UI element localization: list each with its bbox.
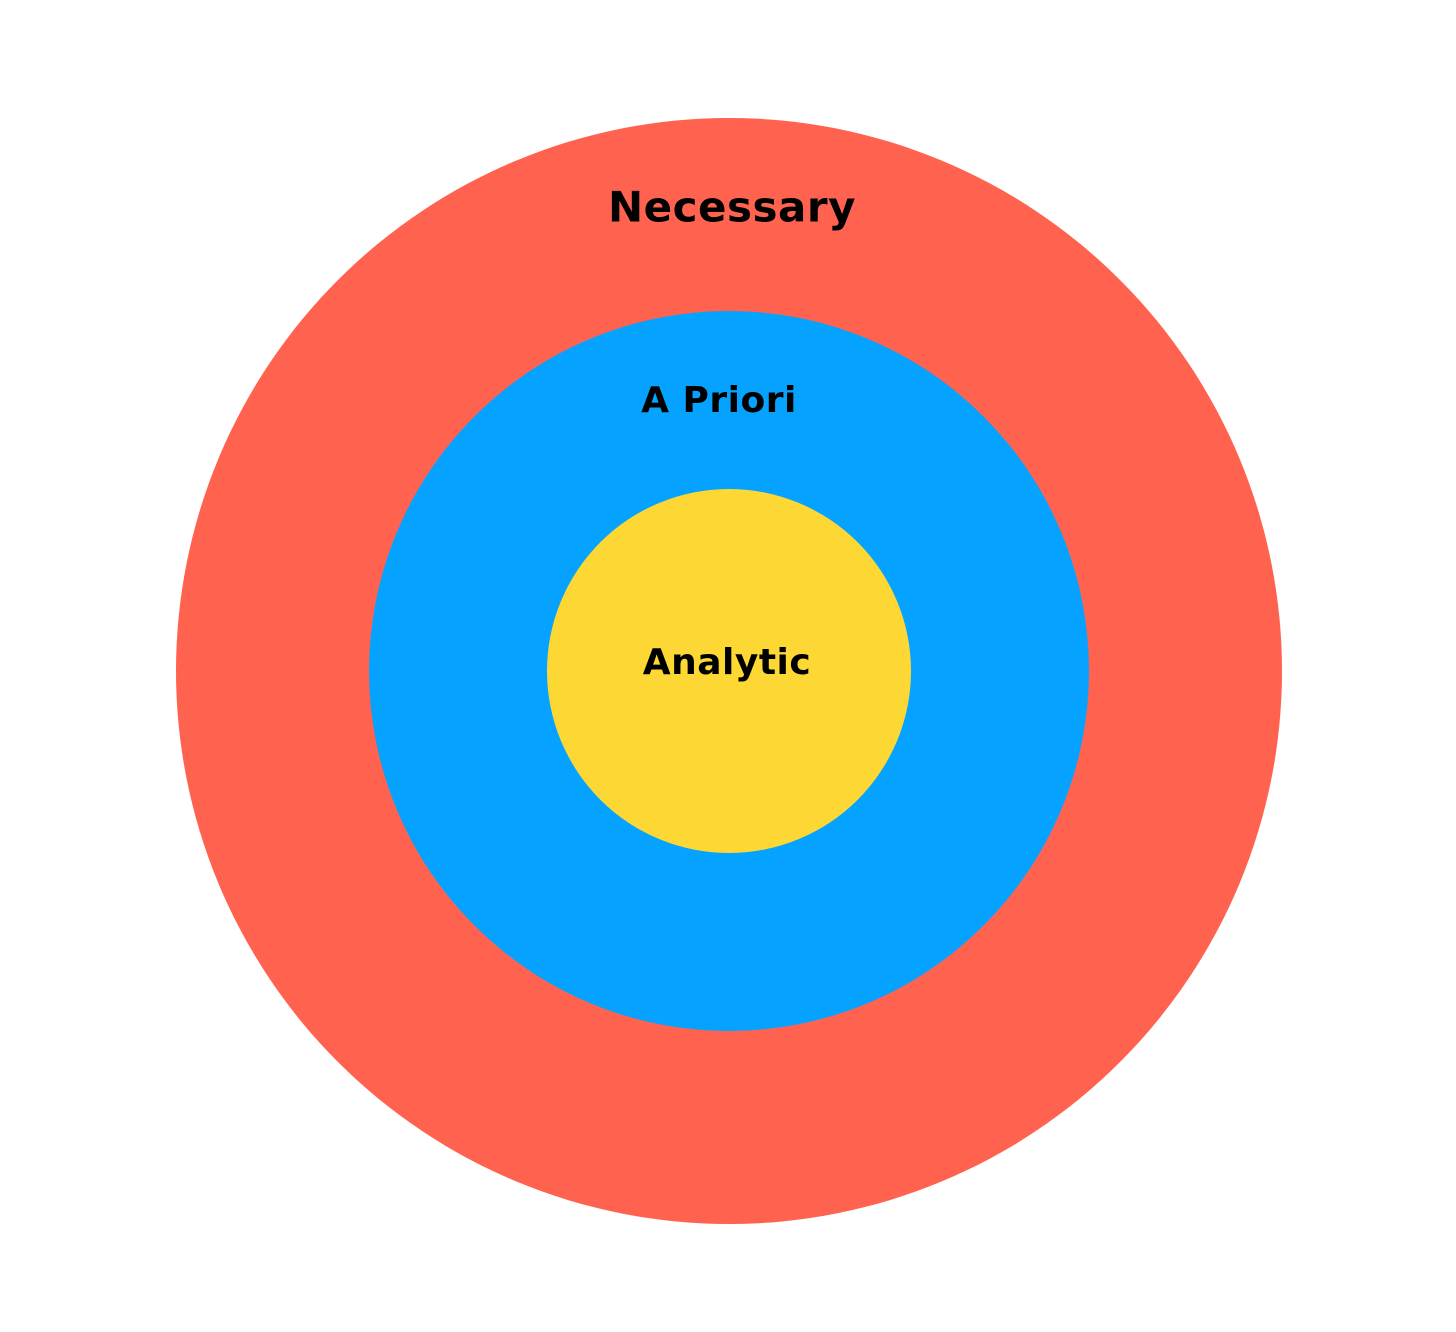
ring-analytic: Analytic — [547, 489, 911, 853]
a-priori-label: A Priori — [641, 380, 797, 421]
analytic-label: Analytic — [643, 642, 811, 683]
analytic-circle — [547, 489, 911, 853]
necessary-label: Necessary — [608, 183, 856, 232]
